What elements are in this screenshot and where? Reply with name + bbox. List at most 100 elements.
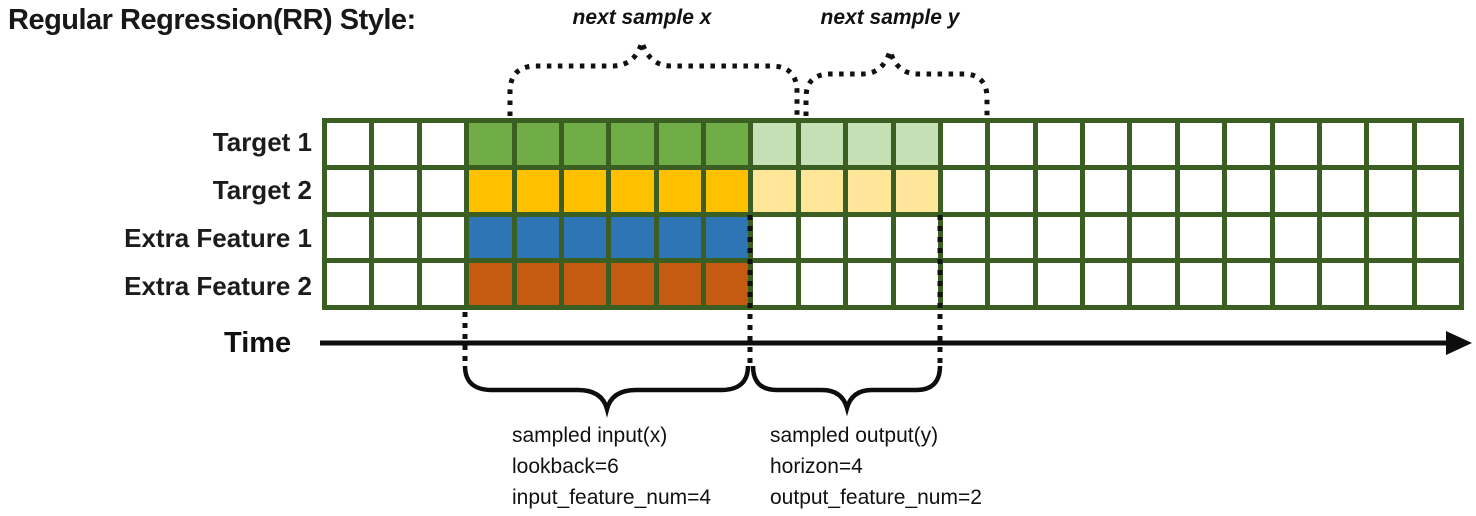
grid-cell-r4-c3 bbox=[421, 263, 465, 305]
grid-cell-r4-c7 bbox=[611, 263, 654, 305]
grid-cell-r3-c3 bbox=[421, 216, 465, 259]
grid-cell-r2-c6 bbox=[563, 169, 607, 212]
grid-cell-r1-c2 bbox=[374, 123, 417, 165]
sampled-input-brace bbox=[462, 365, 751, 418]
grid-cell-r1-c8 bbox=[658, 123, 701, 165]
grid-cell-r2-c3 bbox=[421, 169, 465, 212]
grid-cell-r1-c7 bbox=[611, 123, 654, 165]
grid-cell-r4-c13 bbox=[895, 263, 938, 305]
page-title: Regular Regression(RR) Style: bbox=[8, 4, 416, 36]
grid-cell-r2-c20 bbox=[1227, 169, 1270, 212]
grid-cell-r3-c20 bbox=[1227, 216, 1270, 259]
grid-cell-r2-c21 bbox=[1274, 169, 1317, 212]
grid-cell-r3-c16 bbox=[1037, 216, 1080, 259]
grid-cell-r2-c18 bbox=[1132, 169, 1175, 212]
grid-cell-r3-c14 bbox=[942, 216, 986, 259]
grid-cell-r2-c8 bbox=[658, 169, 701, 212]
grid-cell-r4-c20 bbox=[1227, 263, 1270, 305]
grid-cell-r2-c1 bbox=[327, 169, 370, 212]
grid-cell-r2-c19 bbox=[1179, 169, 1223, 212]
grid-cell-r2-c24 bbox=[1416, 169, 1459, 212]
grid-cell-r1-c24 bbox=[1416, 123, 1459, 165]
output-feature-num-value: output_feature_num=2 bbox=[770, 486, 982, 509]
grid-cell-r2-c4 bbox=[469, 169, 512, 212]
grid-cell-r2-c2 bbox=[374, 169, 417, 212]
grid-cell-r3-c23 bbox=[1369, 216, 1412, 259]
grid-cell-r1-c1 bbox=[327, 123, 370, 165]
grid-cell-r4-c4 bbox=[469, 263, 512, 305]
grid-cell-r1-c15 bbox=[990, 123, 1033, 165]
grid-cell-r1-c19 bbox=[1179, 123, 1223, 165]
grid-cell-r4-c22 bbox=[1321, 263, 1365, 305]
grid-cell-r1-c16 bbox=[1037, 123, 1080, 165]
grid-cell-r2-c23 bbox=[1369, 169, 1412, 212]
sampled-input-annotation: sampled input(x) lookback=6 input_featur… bbox=[512, 420, 711, 513]
grid-cell-r4-c19 bbox=[1179, 263, 1223, 305]
grid-cell-r1-c13 bbox=[895, 123, 938, 165]
grid-cell-r4-c9 bbox=[706, 263, 749, 305]
grid-cell-r3-c1 bbox=[327, 216, 370, 259]
grid-cell-r3-c12 bbox=[848, 216, 891, 259]
row-label-extra-feature-1: Extra Feature 1 bbox=[124, 223, 312, 253]
grid-cell-r1-c21 bbox=[1274, 123, 1317, 165]
grid-cell-r4-c10 bbox=[753, 263, 796, 305]
grid-cell-r3-c22 bbox=[1321, 216, 1365, 259]
grid-cell-r3-c7 bbox=[611, 216, 654, 259]
grid-cell-r1-c3 bbox=[421, 123, 465, 165]
grid-cell-r1-c17 bbox=[1085, 123, 1128, 165]
time-axis-arrowhead bbox=[1446, 331, 1472, 355]
row-label-target-1: Target 1 bbox=[212, 127, 312, 157]
grid-cell-r4-c2 bbox=[374, 263, 417, 305]
grid-cell-r1-c18 bbox=[1132, 123, 1175, 165]
grid-cell-r4-c16 bbox=[1037, 263, 1080, 305]
grid-cell-r4-c11 bbox=[800, 263, 844, 305]
grid-cell-r2-c11 bbox=[800, 169, 844, 212]
grid-cell-r4-c1 bbox=[327, 263, 370, 305]
grid-cell-r3-c19 bbox=[1179, 216, 1223, 259]
grid-cell-r3-c13 bbox=[895, 216, 938, 259]
grid-cell-r3-c24 bbox=[1416, 216, 1459, 259]
grid-cell-r2-c13 bbox=[895, 169, 938, 212]
grid-cell-r4-c17 bbox=[1085, 263, 1128, 305]
grid-cell-r4-c8 bbox=[658, 263, 701, 305]
grid-cell-r3-c8 bbox=[658, 216, 701, 259]
sampled-input-title: sampled input(x) bbox=[512, 424, 668, 447]
horizon-value: horizon=4 bbox=[770, 455, 863, 478]
sampled-output-brace bbox=[750, 365, 943, 417]
grid-cell-r1-c4 bbox=[469, 123, 512, 165]
grid-cell-r1-c23 bbox=[1369, 123, 1412, 165]
next-sample-y-brace bbox=[803, 42, 990, 116]
grid-cell-r4-c24 bbox=[1416, 263, 1459, 305]
grid-cell-r2-c15 bbox=[990, 169, 1033, 212]
grid-cell-r1-c11 bbox=[800, 123, 844, 165]
grid-cell-r4-c6 bbox=[563, 263, 607, 305]
grid-cell-r1-c12 bbox=[848, 123, 891, 165]
grid-cell-r3-c4 bbox=[469, 216, 512, 259]
grid-cell-r1-c20 bbox=[1227, 123, 1270, 165]
grid-cell-r4-c15 bbox=[990, 263, 1033, 305]
grid-cell-r1-c22 bbox=[1321, 123, 1365, 165]
row-label-extra-feature-2: Extra Feature 2 bbox=[124, 271, 312, 301]
grid-cell-r1-c6 bbox=[563, 123, 607, 165]
grid-cell-r3-c18 bbox=[1132, 216, 1175, 259]
grid-cell-r3-c6 bbox=[563, 216, 607, 259]
grid-cell-r3-c11 bbox=[800, 216, 844, 259]
grid-cell-r2-c9 bbox=[706, 169, 749, 212]
grid-cell-r3-c21 bbox=[1274, 216, 1317, 259]
grid-cell-r4-c18 bbox=[1132, 263, 1175, 305]
grid-cell-r2-c17 bbox=[1085, 169, 1128, 212]
sampled-output-title: sampled output(y) bbox=[770, 424, 939, 447]
grid-cell-r3-c9 bbox=[706, 216, 749, 259]
time-series-grid bbox=[322, 118, 1464, 310]
grid-cell-r2-c7 bbox=[611, 169, 654, 212]
grid-cell-r2-c14 bbox=[942, 169, 986, 212]
grid-cell-r2-c16 bbox=[1037, 169, 1080, 212]
next-sample-y-label: next sample y bbox=[820, 6, 960, 29]
grid-cell-r2-c10 bbox=[753, 169, 796, 212]
next-sample-x-label: next sample x bbox=[572, 6, 712, 29]
grid-cell-r3-c15 bbox=[990, 216, 1033, 259]
grid-cell-r4-c12 bbox=[848, 263, 891, 305]
grid-cell-r3-c10 bbox=[753, 216, 796, 259]
grid-cell-r2-c5 bbox=[516, 169, 559, 212]
